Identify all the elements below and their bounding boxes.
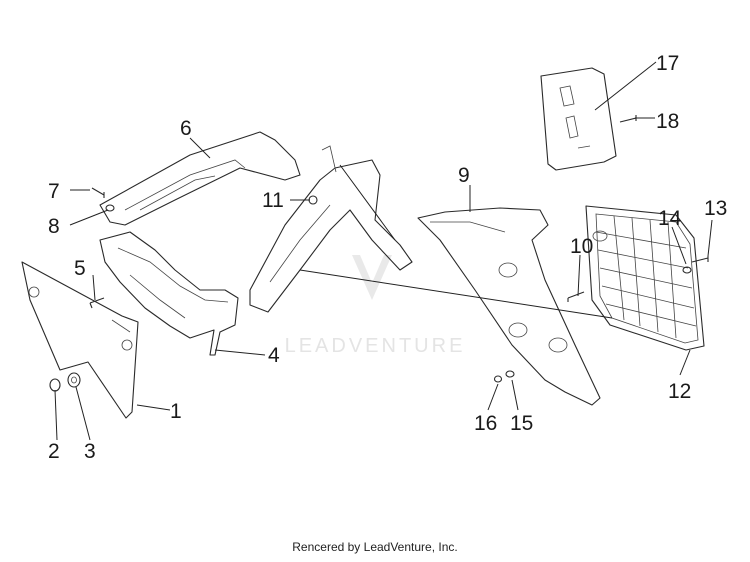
part-1-plate [21, 261, 139, 419]
support-arm [249, 145, 413, 313]
callout-1: 1 [170, 400, 182, 423]
callout-labels: 1 2 3 4 5 6 7 8 9 10 11 12 13 14 15 16 1… [48, 52, 727, 463]
callout-10: 10 [570, 235, 593, 258]
part-7-bolt [91, 187, 105, 198]
callout-17: 17 [656, 52, 679, 75]
callout-18: 18 [656, 110, 679, 133]
callout-15: 15 [510, 412, 533, 435]
attribution-footer: Rencered by LeadVenture, Inc. [292, 540, 458, 554]
part-10-screw [567, 291, 585, 302]
callout-11: 11 [262, 189, 284, 212]
callout-9: 9 [458, 164, 470, 187]
leadventure-watermark: LEADVENTURE [285, 255, 466, 357]
callout-2: 2 [48, 440, 60, 463]
callout-8: 8 [48, 215, 60, 238]
callout-4: 4 [268, 344, 280, 367]
callout-14: 14 [658, 207, 682, 230]
callout-5: 5 [74, 257, 86, 280]
part-3-washer [67, 372, 81, 388]
part-17-light [540, 67, 617, 171]
part-15-washer [505, 370, 515, 378]
part-18-screw [619, 115, 637, 123]
callout-12: 12 [668, 380, 691, 403]
part-11-nut [308, 195, 318, 205]
part-16-nut [493, 375, 503, 383]
callout-6: 6 [180, 117, 192, 140]
callout-13: 13 [704, 197, 727, 220]
callout-16: 16 [474, 412, 497, 435]
callout-3: 3 [84, 440, 96, 463]
part-2-bolt [49, 378, 61, 392]
watermark-text: LEADVENTURE [285, 335, 466, 357]
part-12-reflector [585, 205, 705, 351]
part-5-screw [89, 297, 105, 309]
part-8-washer [105, 204, 115, 212]
part-9-housing [417, 207, 601, 406]
part-14-washer [682, 266, 692, 274]
leader-lines [54, 61, 713, 441]
part-4-fender [99, 231, 239, 356]
callout-7: 7 [48, 180, 60, 203]
part-6-bracket [99, 131, 301, 226]
part-13-screw [691, 256, 709, 263]
